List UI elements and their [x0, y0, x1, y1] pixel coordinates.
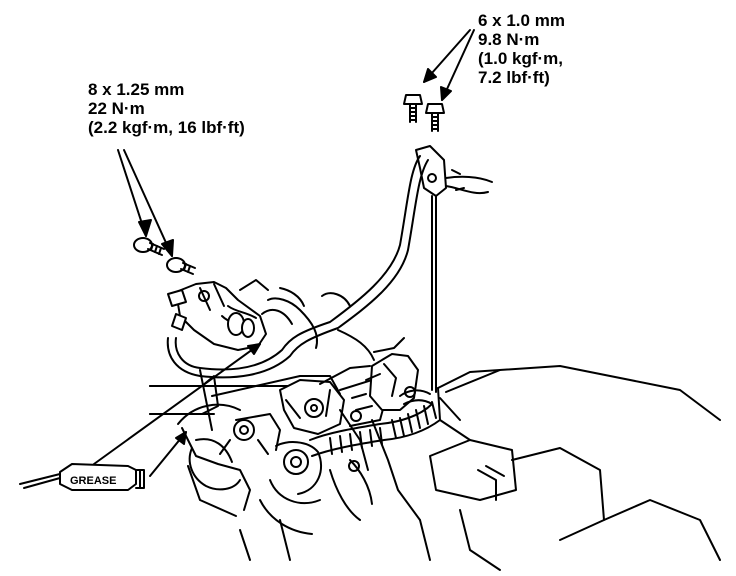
bolt-right-torque: 9.8 N·m	[478, 30, 540, 49]
bolt-right-1	[403, 94, 423, 123]
bolt-left-spec-callout: 8 x 1.25 mm 22 N·m (2.2 kgf·m, 16 lbf·ft…	[88, 80, 245, 137]
bolt-left-1	[133, 237, 165, 256]
bolt-right-torque-alt-1: (1.0 kgf·m,	[478, 49, 564, 68]
pipe-bracket	[415, 145, 493, 197]
bolt-right-torque-alt-2: 7.2 lbf·ft)	[478, 68, 550, 87]
bolt-right-2	[425, 103, 445, 132]
left-callout-arrows	[117, 149, 174, 257]
grease-label: GREASE	[70, 475, 116, 487]
bolt-left-torque-alt: (2.2 kgf·m, 16 lbf·ft)	[88, 118, 245, 137]
slave-cylinder	[167, 279, 269, 351]
pointer-arrow	[149, 375, 219, 415]
bolt-right-spec-callout: 6 x 1.0 mm 9.8 N·m (1.0 kgf·m, 7.2 lbf·f…	[478, 11, 565, 87]
right-callout-arrows	[423, 29, 475, 101]
battery-box	[419, 365, 721, 571]
grease-leader-lines	[93, 343, 261, 477]
bolt-right-size: 6 x 1.0 mm	[478, 11, 565, 30]
mount-bracket	[279, 379, 387, 435]
corrugated-hose	[309, 389, 441, 457]
bolt-left-2	[166, 257, 196, 275]
bolt-left-size: 8 x 1.25 mm	[88, 80, 185, 99]
grease-tube-icon	[19, 463, 145, 491]
bolt-left-torque: 22 N·m	[88, 99, 145, 118]
